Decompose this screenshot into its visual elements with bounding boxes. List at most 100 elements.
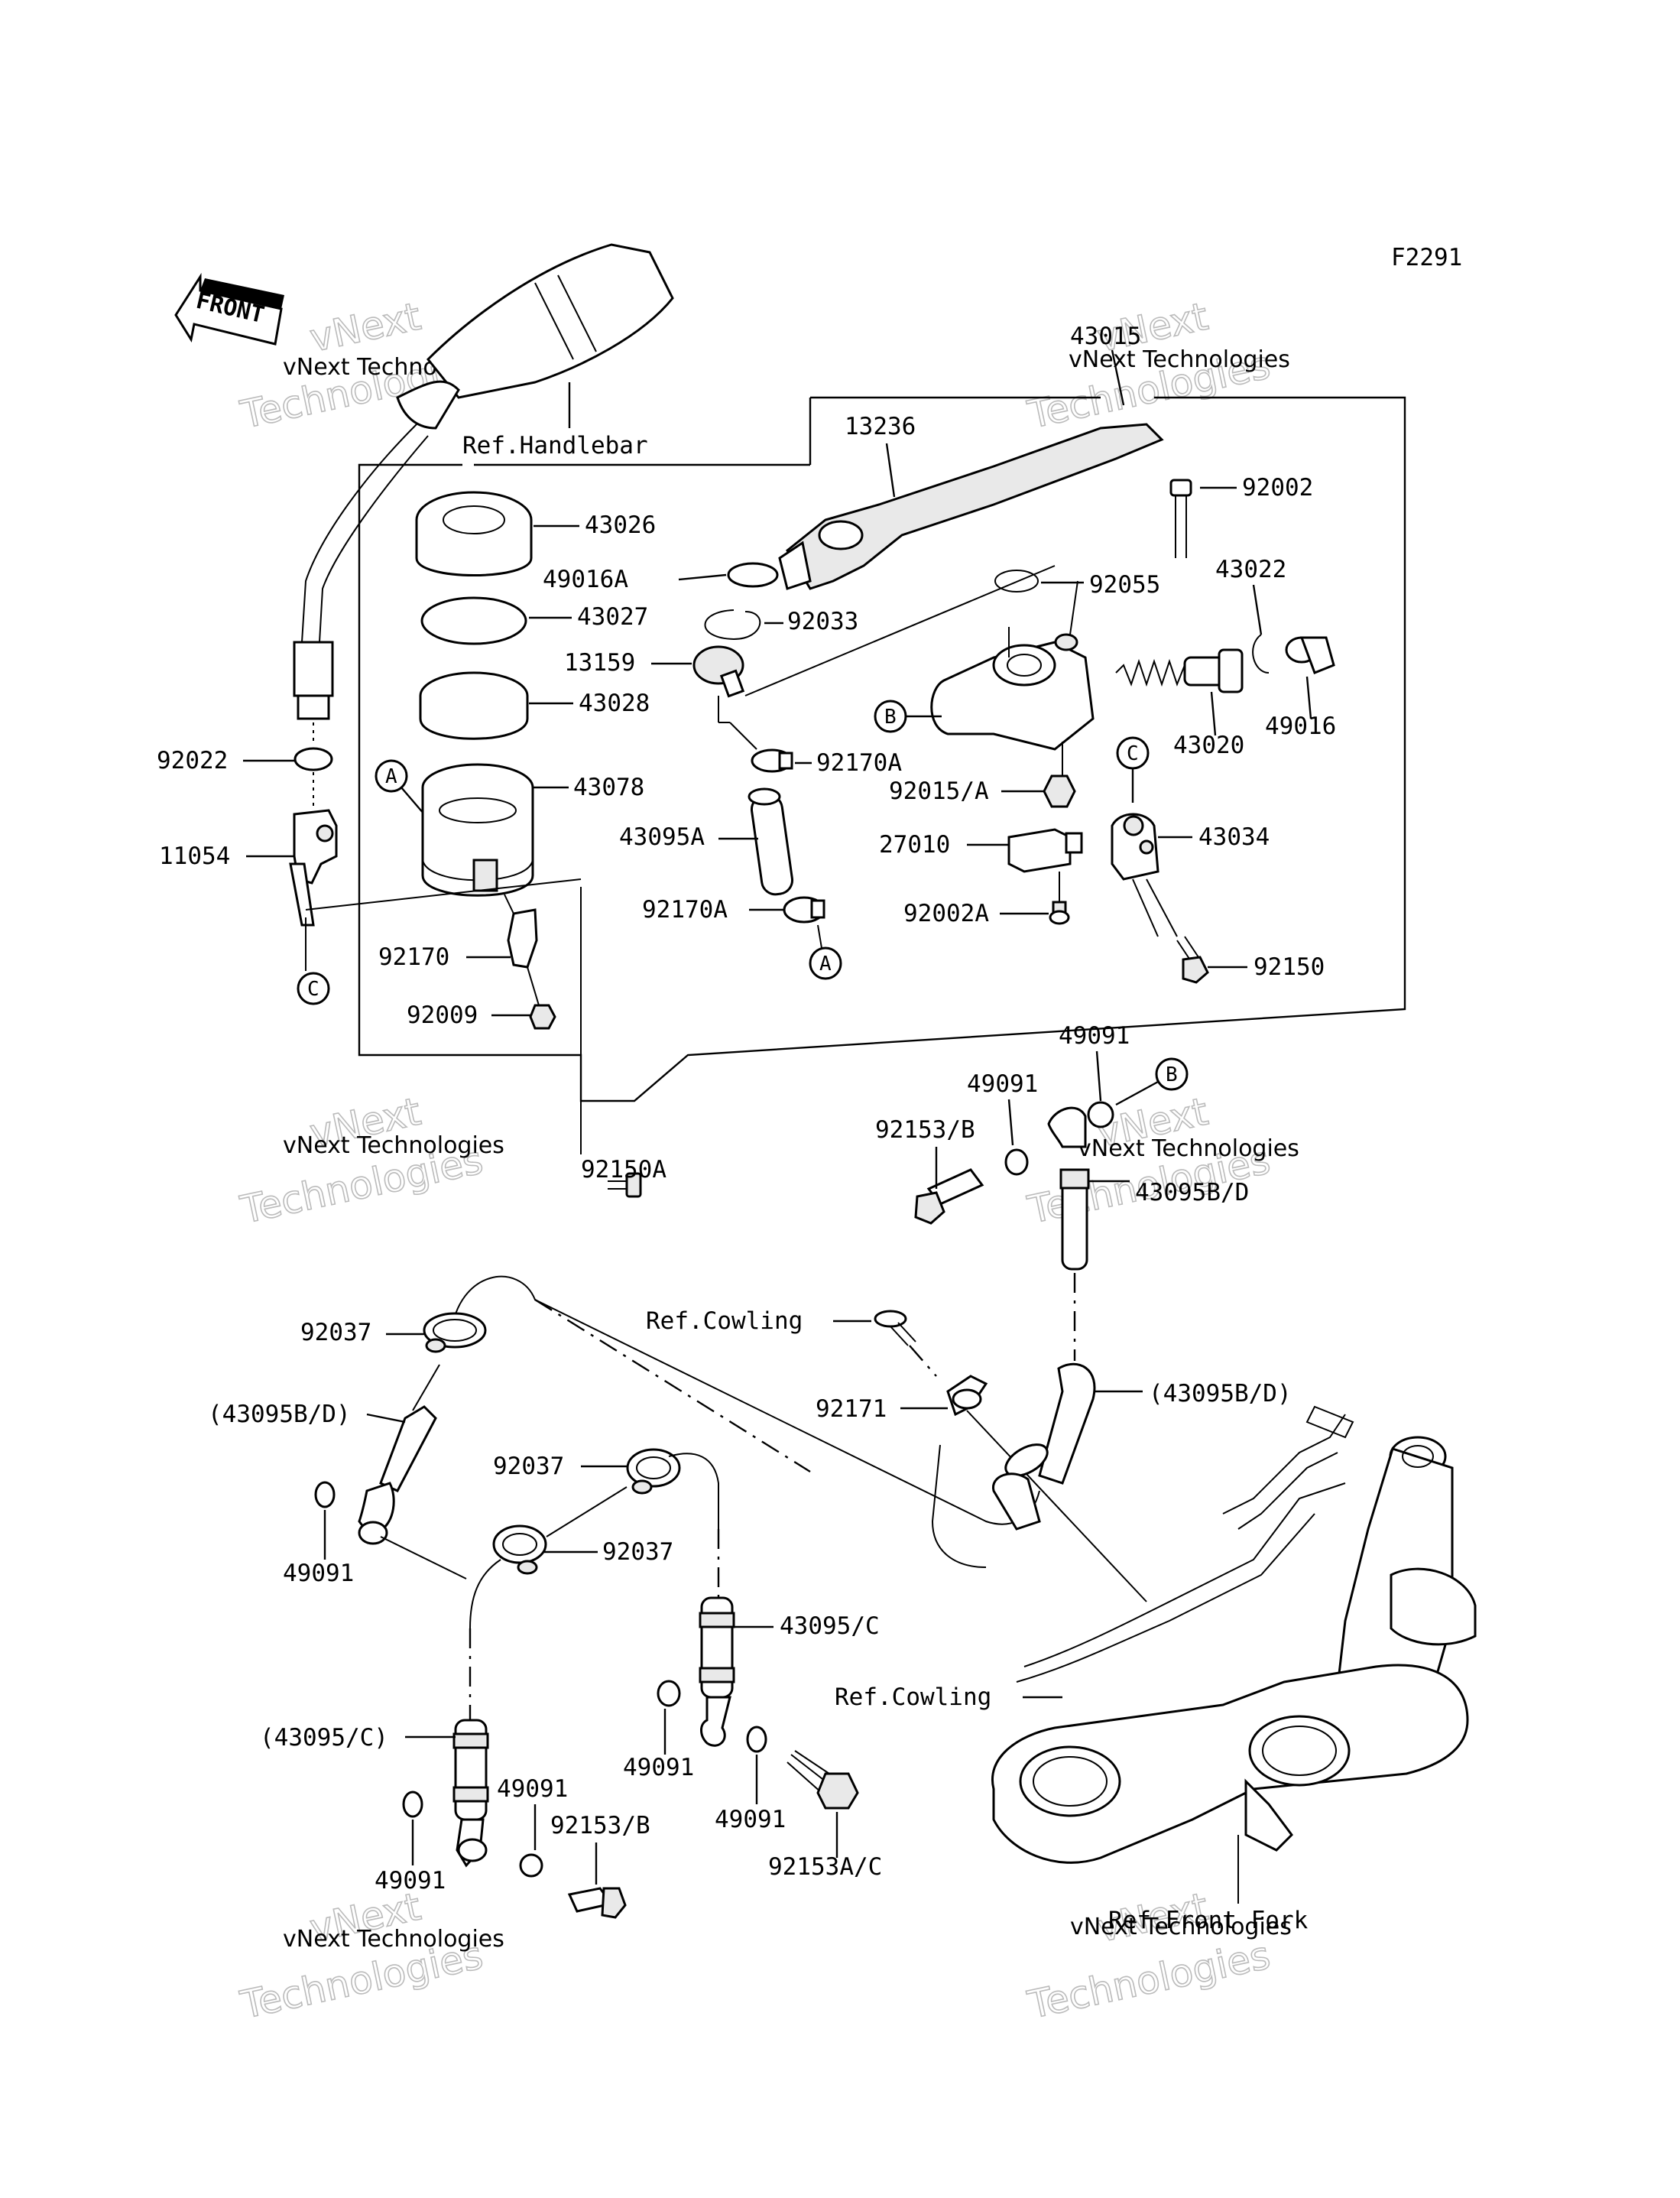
svg-text:B: B	[884, 706, 897, 729]
assembly-frame	[358, 396, 1406, 1102]
washer-49091-center-part	[657, 1680, 681, 1707]
part-92009-label: 92009	[407, 1002, 478, 1029]
part-92153ac-label: 92153A/C	[768, 1853, 882, 1881]
washer-49091-right-part	[746, 1726, 767, 1753]
reservoir-plate-part	[419, 671, 529, 740]
svg-text:vNext: vNext	[306, 294, 424, 361]
clamp-92037-low-part	[492, 1524, 547, 1575]
clamp-92037-mid-part	[626, 1448, 681, 1495]
brake-lever-part	[778, 423, 1164, 590]
part-43095c-label: 43095/C	[780, 1612, 880, 1640]
part-92153b-top-label: 92153/B	[875, 1116, 975, 1144]
hose-43095a-part	[748, 787, 794, 896]
svg-text:C: C	[1127, 742, 1139, 765]
part-43028-label: 43028	[579, 690, 650, 717]
oring-92055-part	[994, 570, 1039, 593]
ref-cowling-2-label: Ref.Cowling	[835, 1683, 991, 1711]
part-92171-label: 92171	[816, 1395, 887, 1423]
part-43078-label: 43078	[573, 774, 644, 801]
switch-27010-part	[1007, 828, 1083, 873]
part-92037-low-label: 92037	[602, 1538, 673, 1566]
part-49091-mid-label: 49091	[497, 1775, 568, 1803]
svg-text:vNext Technologies: vNext Technologies	[1070, 1914, 1292, 1940]
hose-43095bd-left-part	[358, 1405, 437, 1545]
part-49016a-label: 49016A	[543, 566, 628, 593]
callout-a-left	[375, 759, 408, 793]
screw-92002a-part	[1049, 901, 1070, 925]
svg-text:vNext Technologies: vNext Technologies	[283, 1926, 504, 1953]
part-43095bd-right-label: (43095B/D)	[1149, 1380, 1292, 1407]
svg-text:C: C	[307, 978, 319, 1001]
part-92150a-label: 92150A	[581, 1156, 666, 1183]
clip-92033-part	[704, 609, 761, 641]
svg-text:vNext Technologies: vNext Technologies	[1069, 346, 1290, 373]
clamp-92170-part	[507, 908, 538, 969]
part-43095c-left-label: (43095/C)	[260, 1724, 388, 1752]
fitting-13159-part	[692, 645, 745, 698]
clamp-43034-part	[1111, 813, 1159, 881]
reservoir-cap-part	[415, 491, 533, 576]
mirror-handlebar-drawing	[293, 243, 674, 720]
part-43034-label: 43034	[1198, 823, 1270, 851]
hose-43095bd-part	[1047, 1106, 1090, 1271]
callout-b-lower	[1155, 1057, 1189, 1091]
clamp-92170a-top-part	[751, 748, 793, 773]
svg-text:vNext Technologies: vNext Technologies	[1078, 1135, 1299, 1162]
svg-text:B: B	[1166, 1063, 1178, 1086]
part-49091-left-label: 49091	[283, 1560, 354, 1587]
banjo-bolt-92153b-bottom-part	[567, 1887, 627, 1919]
part-92055-label: 92055	[1089, 571, 1160, 599]
watermark-top-right: vNext Technologies vNext Technologies	[1023, 294, 1290, 438]
callout-c-left	[297, 972, 330, 1005]
part-92037-mid-label: 92037	[493, 1453, 564, 1480]
part-92153b-bottom-label: 92153/B	[550, 1812, 650, 1839]
part-49091-right-label: 49091	[715, 1806, 786, 1833]
part-49091-center-label: 49091	[623, 1754, 694, 1781]
part-92170-label: 92170	[378, 943, 449, 971]
part-49091-top2-label: 49091	[967, 1070, 1038, 1098]
part-11054-label: 11054	[159, 843, 230, 870]
part-92015a-label: 92015/A	[889, 778, 989, 805]
svg-text:A: A	[819, 953, 832, 976]
banjo-bolt-92153b-top-part	[914, 1168, 984, 1225]
hose-43095c-left-part	[452, 1719, 489, 1868]
hose-43095c-part	[699, 1596, 735, 1747]
ref-front-fork-label: Ref.Front Fork	[1108, 1907, 1309, 1934]
clamp-92171-part	[946, 1375, 988, 1417]
nut-92015a-part	[1043, 774, 1076, 808]
svg-text:vNext Technologies: vNext Technologies	[283, 1132, 504, 1159]
watermark-bottom-left: vNext Technologies vNext Technologies	[236, 1884, 504, 2028]
part-92002-label: 92002	[1242, 474, 1313, 502]
master-cylinder-body-part	[930, 633, 1095, 751]
part-13159-label: 13159	[564, 649, 635, 677]
part-43022-label: 43022	[1215, 556, 1286, 583]
diaphragm-plate-part	[420, 596, 527, 645]
washer-49091-top2-part	[1004, 1148, 1029, 1176]
clamp-92170a-bottom-part	[783, 896, 825, 924]
washer-49091-left-part	[314, 1481, 336, 1508]
part-43026-label: 43026	[585, 511, 656, 539]
part-92033-label: 92033	[787, 608, 858, 635]
ref-handlebar-label: Ref.Handlebar	[462, 432, 648, 459]
bolt-92150-part	[1176, 936, 1209, 984]
ref-cowling-1-label: Ref.Cowling	[646, 1307, 803, 1335]
washer-49016a-part	[727, 562, 779, 588]
hose-43095bd-right-part	[992, 1362, 1096, 1531]
part-43027-label: 43027	[577, 603, 648, 631]
part-92170a-bottom-label: 92170A	[642, 896, 728, 924]
front-fork-drawing	[991, 1405, 1477, 1904]
figure-code: F2291	[1391, 244, 1462, 271]
part-92022-label: 92022	[157, 747, 228, 774]
part-27010-label: 27010	[879, 831, 950, 859]
nut-92009-part	[529, 1004, 556, 1030]
washer-49091-top1-part	[1087, 1101, 1114, 1128]
part-92002a-label: 92002A	[903, 900, 989, 927]
part-92037-top-label: 92037	[300, 1319, 371, 1346]
part-43020-label: 43020	[1173, 732, 1244, 759]
piston-43020-part	[1115, 648, 1244, 693]
part-92170a-top-label: 92170A	[816, 749, 902, 777]
boot-49016-part	[1285, 636, 1335, 674]
callout-a-bottom	[809, 946, 842, 980]
washer-49091-mid-part	[519, 1853, 543, 1878]
part-13236-label: 13236	[845, 413, 916, 440]
